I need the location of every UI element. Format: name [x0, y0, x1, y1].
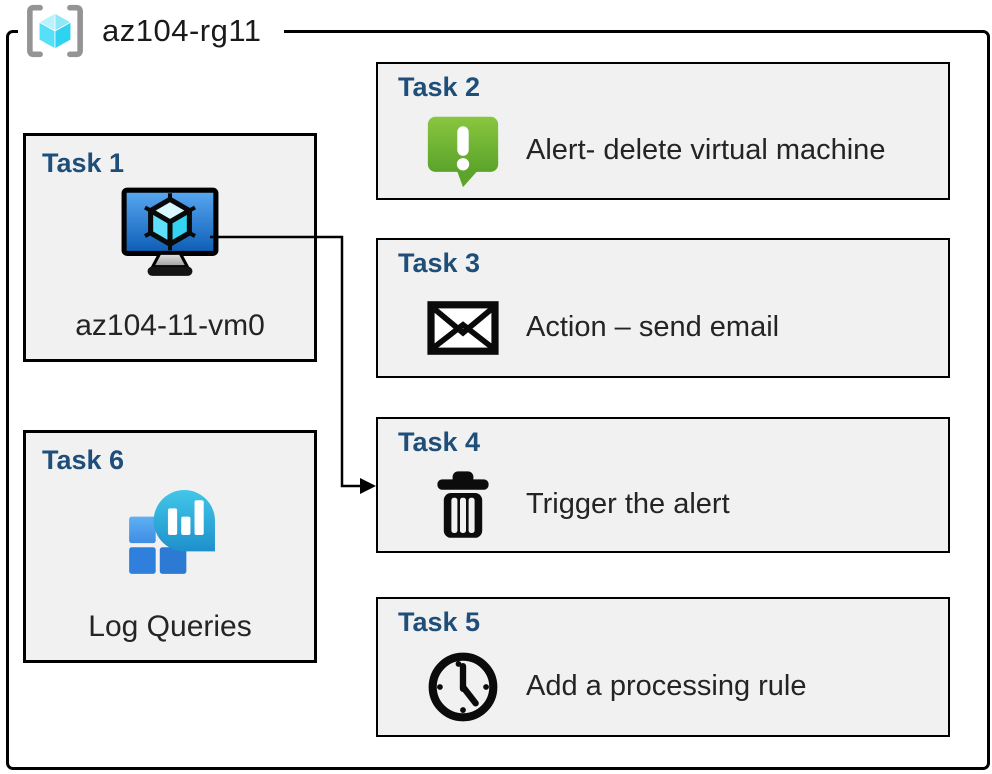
task-2-label: Alert- delete virtual machine — [526, 134, 886, 166]
task-2-box: Task 2 Alert- delete virtual machine — [376, 62, 950, 200]
virtual-machine-icon — [119, 185, 221, 281]
task-4-box: Task 4 Trigger the alert — [376, 417, 950, 553]
task-1-title: Task 1 — [42, 148, 125, 178]
trash-icon — [420, 463, 506, 547]
alert-speech-bubble-icon — [420, 113, 506, 189]
task-6-box: Task 6 Log Queries — [23, 430, 317, 663]
task-6-title: Task 6 — [42, 445, 125, 475]
task-5-label: Add a processing rule — [526, 670, 807, 702]
clock-icon — [420, 649, 506, 725]
task-6-label: Log Queries — [88, 610, 252, 643]
email-envelope-icon — [420, 299, 506, 357]
task-3-box: Task 3 Action – send email — [376, 238, 950, 378]
task-2-row: Alert- delete virtual machine — [378, 103, 948, 198]
resource-group-header: az104-rg11 — [18, 3, 284, 59]
task-4-row: Trigger the alert — [378, 458, 948, 551]
task-3-label: Action – send email — [526, 311, 780, 343]
task-5-title: Task 5 — [398, 607, 481, 637]
log-analytics-icon — [120, 488, 220, 582]
resource-group-icon — [24, 4, 86, 58]
task-3-title: Task 3 — [398, 248, 481, 278]
task-5-row: Add a processing rule — [378, 638, 948, 735]
task-3-row: Action – send email — [378, 279, 948, 376]
task-2-title: Task 2 — [398, 72, 481, 102]
task-4-label: Trigger the alert — [526, 488, 730, 520]
resource-group-name: az104-rg11 — [102, 13, 262, 48]
task-5-box: Task 5 Add a processing rule — [376, 597, 950, 737]
task-1-box: Task 1 — [23, 133, 317, 362]
task-4-title: Task 4 — [398, 427, 481, 457]
task-1-label: az104-11-vm0 — [75, 309, 265, 342]
